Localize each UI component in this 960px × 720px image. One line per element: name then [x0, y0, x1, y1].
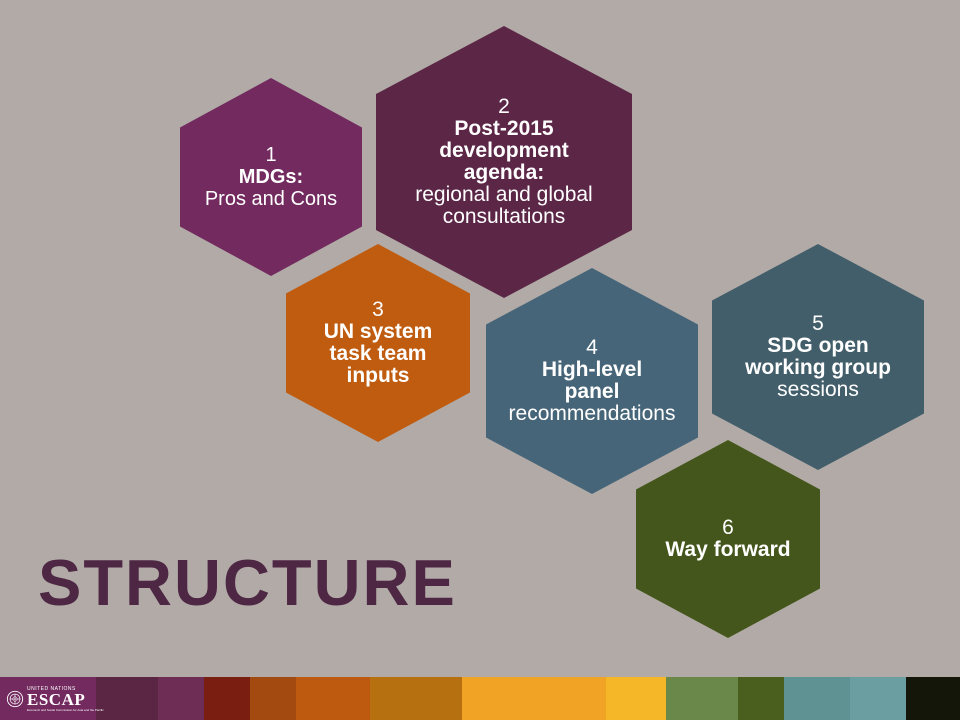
hexagon-title: SDG open working group [745, 334, 891, 379]
hexagon-number: 2 [498, 95, 510, 118]
logo-subtitle: Economic and Social Commission for Asia … [27, 707, 104, 712]
hexagon-number: 5 [812, 312, 824, 335]
hexagon-description: recommendations [508, 402, 676, 425]
hexagon-title: Way forward [665, 538, 791, 561]
footer-stripe-9 [666, 677, 738, 720]
footer-stripe-4 [250, 677, 296, 720]
footer-bar: UNITED NATIONS ESCAP Economic and Social… [0, 677, 960, 720]
footer-stripe-13 [906, 677, 960, 720]
logo-org-line: UNITED NATIONS [27, 685, 76, 692]
hexagon-title: UN system task team inputs [323, 320, 433, 387]
hexagon-title: High-level panel [541, 358, 643, 403]
hexagon-number: 6 [722, 516, 734, 539]
logo-name: ESCAP [27, 689, 86, 709]
color-stripes [96, 677, 960, 720]
hexagon-number: 3 [372, 298, 384, 321]
hexagon-number: 1 [265, 144, 277, 166]
hexagon-title: MDGs: [238, 166, 304, 188]
hexagon-1-mdgs: 1 MDGs: Pros and Cons [180, 78, 362, 276]
footer-stripe-2 [158, 677, 204, 720]
hexagon-description: regional and global consultations [415, 183, 593, 228]
hexagon-5-sdg-owg: 5 SDG open working group sessions [712, 244, 924, 470]
hexagon-title: Post-2015 development agenda: [439, 117, 569, 184]
footer-stripe-5 [296, 677, 370, 720]
hexagon-description: Pros and Cons [204, 188, 338, 210]
hexagon-number: 4 [586, 336, 598, 359]
footer-stripe-7 [462, 677, 606, 720]
footer-stripe-11 [784, 677, 850, 720]
escap-logo: UNITED NATIONS ESCAP Economic and Social… [0, 677, 104, 720]
hexagon-6-way-forward: 6 Way forward [636, 440, 820, 638]
hexagon-4-high-level-panel: 4 High-level panel recommendations [486, 268, 698, 494]
hexagon-3-un-system: 3 UN system task team inputs [286, 244, 470, 442]
footer-stripe-10 [738, 677, 784, 720]
un-emblem-icon [6, 690, 24, 707]
footer-stripe-12 [850, 677, 906, 720]
hexagon-description: sessions [777, 378, 859, 401]
slide-title: STRUCTURE [38, 546, 457, 619]
footer-stripe-3 [204, 677, 250, 720]
footer-stripe-6 [370, 677, 462, 720]
hexagon-2-post-2015: 2 Post-2015 development agenda: regional… [376, 26, 632, 298]
footer-stripe-8 [606, 677, 666, 720]
footer-stripe-1 [96, 677, 158, 720]
